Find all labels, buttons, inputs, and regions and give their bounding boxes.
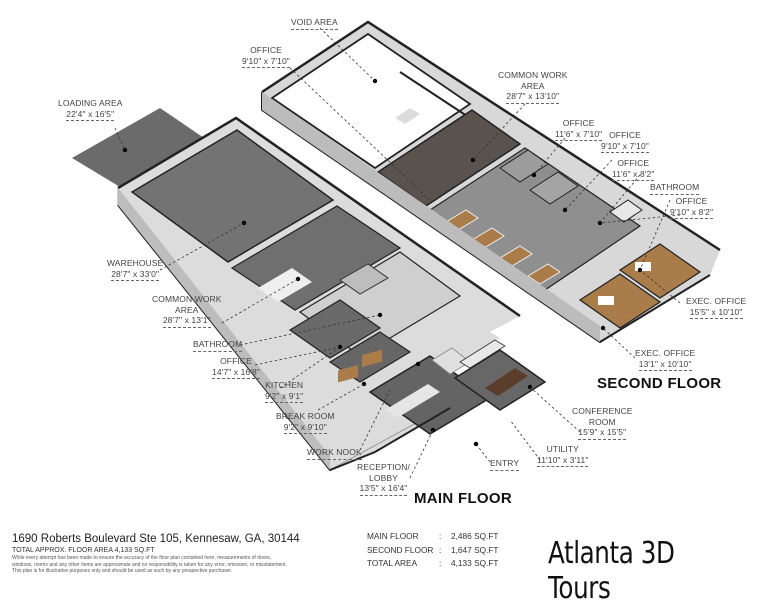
label-exec-office-2: EXEC. OFFICE 13'1" x 10'10" (635, 348, 695, 371)
label-exec-office-1: EXEC. OFFICE 15'5" x 10'10" (686, 296, 746, 319)
brand-logo-text: Atlanta 3D Tours (548, 536, 675, 606)
label-loading-area: LOADING AREA 22'4" x 16'5" (58, 98, 123, 121)
label-office-upper-1: OFFICE 9'10" x 7'10" (242, 45, 290, 68)
label-reception-lobby: RECEPTION/ LOBBY 13'5" x 16'4" (357, 462, 410, 496)
area-row-main-floor: MAIN FLOOR:2,486 SQ.FT (367, 531, 499, 541)
label-kitchen: KITCHEN 9'2" x 9'1" (265, 380, 304, 403)
warehouse-floor (130, 129, 335, 263)
disclaimer-line-3: This plan is for illustrative purposes o… (12, 568, 233, 574)
label-warehouse: WAREHOUSE 28'7" x 33'0" (107, 258, 163, 281)
label-common-work-area: COMMON WORK AREA 28'7" x 13'1" (152, 294, 222, 328)
label-void-area: VOID AREA (291, 17, 338, 30)
label-conference-room: CONFERENCE ROOM 15'9" x 15'5" (572, 406, 633, 440)
second-floor-model (261, 20, 721, 344)
total-approx-area: TOTAL APPROX. FLOOR AREA 4,133 SQ.FT (12, 547, 155, 554)
label-bathroom-main: BATHROOM (193, 339, 243, 352)
property-address: 1690 Roberts Boulevard Ste 105, Kennesaw… (12, 533, 300, 545)
exec-office-1-floor (618, 243, 702, 299)
label-bathroom-upper: BATHROOM (650, 182, 700, 195)
floor-plan-graphic (72, 20, 721, 479)
conference-table (485, 368, 528, 396)
label-utility: UTILITY 11'10" x 3'11" (537, 444, 589, 467)
leader-lines (114, 27, 681, 479)
label-office-upper-5: OFFICE 9'10" x 8'2" (670, 196, 714, 219)
disclaimer-line-2: windows, rooms and any other items are a… (12, 561, 287, 568)
area-row-second-floor: SECOND FLOOR:1,647 SQ.FT (367, 544, 499, 555)
label-office-main: OFFICE 14'7" x 16'8" (212, 356, 260, 379)
label-break-room: BREAK ROOM 9'2" x 9'10" (276, 411, 335, 434)
second-floor-title: SECOND FLOOR (597, 375, 722, 392)
kitchen-office-floor (288, 299, 382, 359)
exec-office-2-floor (578, 273, 662, 329)
main-floor-title: MAIN FLOOR (414, 490, 512, 507)
label-office-upper-3: OFFICE 9'10" x 7'10" (601, 130, 649, 153)
area-row-total: TOTAL AREA:4,133 SQ.FT (367, 558, 499, 568)
area-summary: MAIN FLOOR:2,486 SQ.FT SECOND FLOOR:1,64… (367, 530, 499, 571)
disclaimer-line-1: While every attempt has been made to ens… (12, 555, 272, 561)
void-area (270, 32, 472, 170)
label-office-upper-4: OFFICE 11'6" x 8'2" (612, 158, 655, 181)
label-second-common-work-area: COMMON WORK AREA 28'7" x 13'10" (498, 70, 568, 104)
label-office-upper-2: OFFICE 11'6" x 7'10" (555, 118, 603, 141)
label-entry: ENTRY (490, 458, 520, 471)
main-floor-model (72, 108, 547, 472)
loading-area-floor (72, 108, 210, 190)
label-work-nook: WORK NOOK (307, 447, 362, 460)
footer-info: 1690 Roberts Boulevard Ste 105, Kennesaw… (12, 532, 357, 575)
